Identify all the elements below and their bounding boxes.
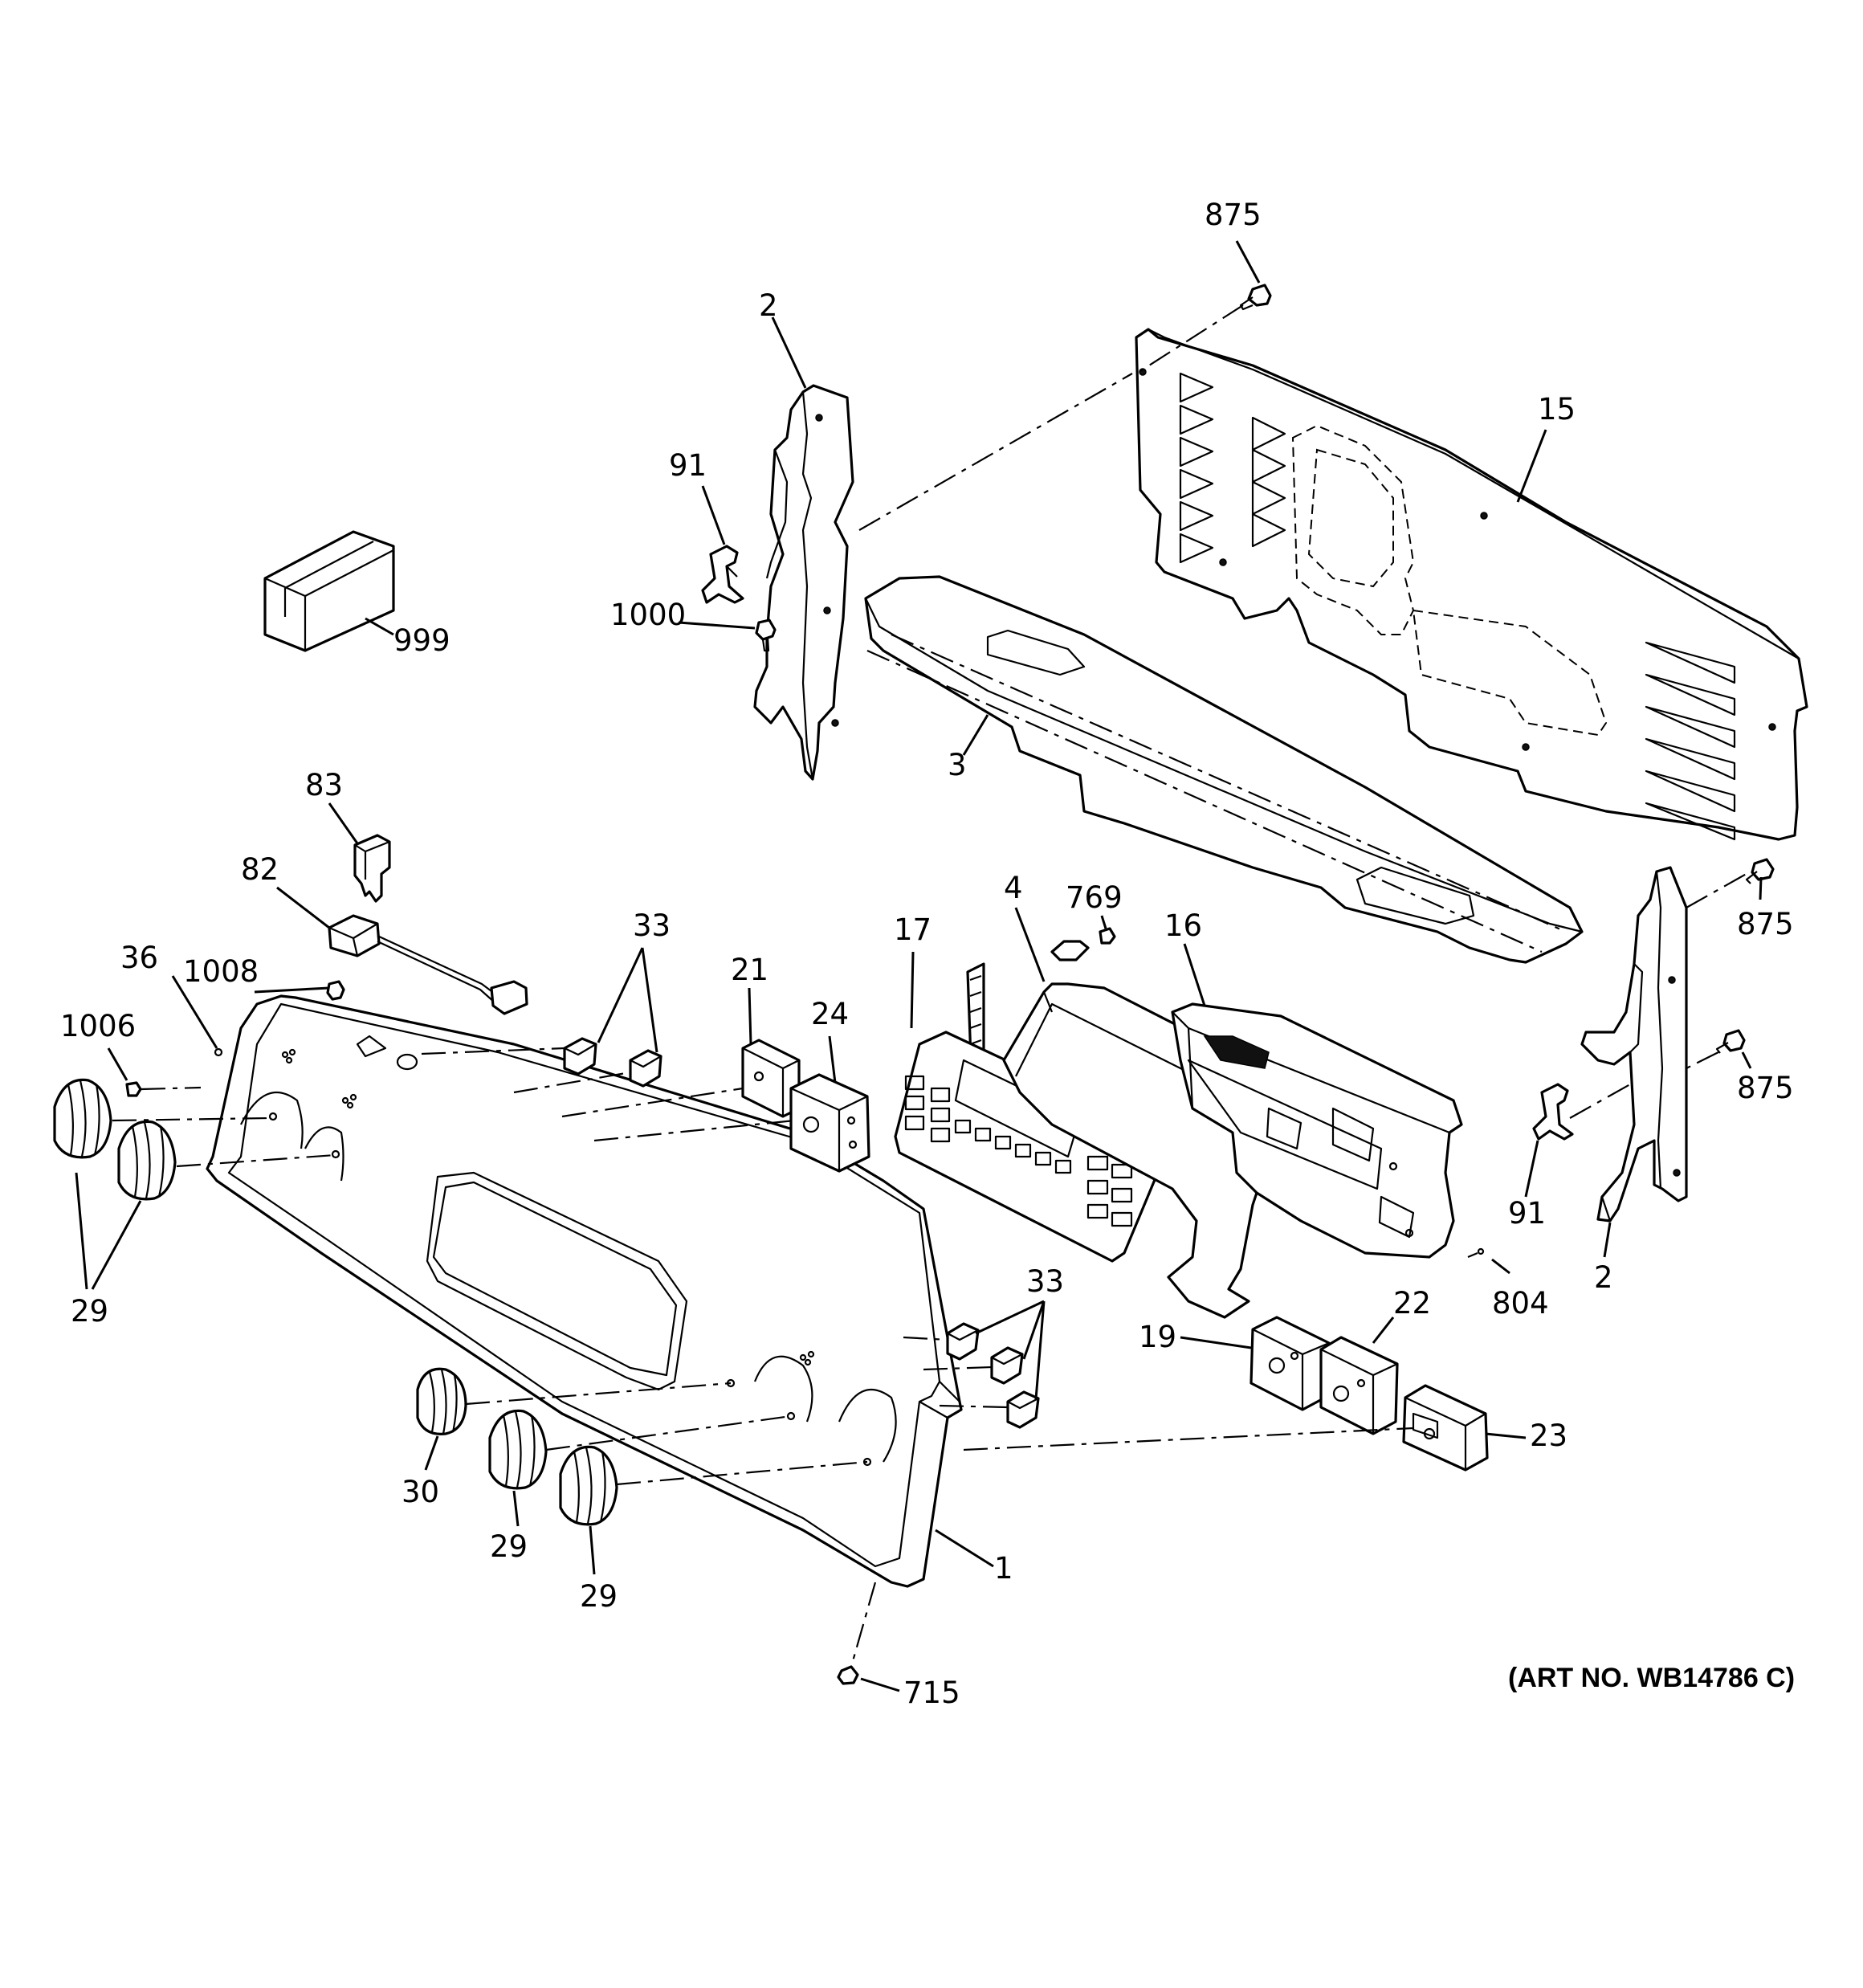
callout-23: 23 (1530, 1419, 1567, 1453)
part-33-clip-lower-b (990, 1346, 1024, 1385)
callout-15: 15 (1538, 392, 1576, 427)
callout-769: 769 (1066, 880, 1123, 915)
part-875-screw-mid (1745, 858, 1775, 884)
callout-24: 24 (811, 997, 849, 1031)
callout-715: 715 (903, 1676, 960, 1710)
callout-labels: 875 2 91 1000 999 15 3 83 82 36 1008 100… (60, 198, 1795, 1710)
part-33-clip-upper-b (629, 1049, 662, 1088)
callout-999: 999 (393, 623, 450, 658)
part-36-fastener (214, 1047, 223, 1057)
part-15-rear-panel (1135, 328, 1808, 841)
callout-29-mid: 29 (490, 1529, 528, 1564)
part-804-screw (1467, 1247, 1485, 1259)
part-875-screw-top (1139, 284, 1272, 372)
callout-1008: 1008 (183, 954, 259, 989)
part-33-clip-lower-a (946, 1322, 980, 1361)
part-1008-screw (326, 980, 345, 1001)
callout-83: 83 (305, 768, 343, 802)
part-29-knob-left-b (117, 1120, 177, 1201)
callout-19: 19 (1139, 1320, 1176, 1354)
part-91-right-clip (1532, 1083, 1631, 1141)
callout-82: 82 (241, 852, 279, 887)
callout-22: 22 (1393, 1286, 1431, 1321)
part-1000-screw (755, 618, 777, 652)
callout-1006: 1006 (60, 1009, 136, 1043)
callout-804: 804 (1492, 1286, 1549, 1321)
part-29-knob-left-a (53, 1078, 112, 1159)
art-number: (ART NO. WB14786 C) (1508, 1663, 1795, 1693)
part-33-clip-lower-c (1006, 1390, 1040, 1429)
callout-33-lower: 33 (1026, 1264, 1064, 1299)
part-29-knob-low (559, 1445, 618, 1526)
part-715-screw (837, 1665, 859, 1685)
callout-875-top: 875 (1205, 198, 1262, 232)
callout-875-mid: 875 (1737, 907, 1794, 941)
callout-29-left: 29 (71, 1294, 108, 1329)
callout-30: 30 (402, 1475, 439, 1509)
part-2-right-side-bracket (1580, 866, 1751, 1223)
callout-36: 36 (120, 941, 158, 975)
part-769-nut (1099, 927, 1116, 945)
callout-17: 17 (894, 912, 932, 947)
part-23-switch (1402, 1384, 1489, 1472)
callout-1: 1 (994, 1551, 1013, 1586)
part-33-clip-upper-a (563, 1037, 597, 1076)
part-83-connector (353, 834, 391, 903)
part-16-control-board (1171, 1002, 1463, 1259)
callout-21: 21 (731, 953, 768, 987)
part-2-left-side-bracket (753, 373, 1133, 781)
callout-4: 4 (1004, 871, 1023, 905)
callout-2-left: 2 (759, 288, 778, 323)
callout-29-low: 29 (580, 1579, 618, 1614)
callout-3: 3 (948, 748, 967, 782)
callout-91-right: 91 (1508, 1196, 1546, 1231)
callout-33-upper: 33 (633, 908, 671, 943)
callout-16: 16 (1164, 908, 1202, 943)
alignment-lines (112, 1047, 1414, 1668)
part-875-screw-low (1686, 1029, 1746, 1069)
part-22-switch (1319, 1336, 1399, 1435)
callout-2-right: 2 (1594, 1260, 1613, 1295)
leader-lines (75, 240, 1763, 1692)
part-19-switch (1249, 1316, 1331, 1411)
part-82-harness (328, 914, 528, 1015)
part-1006-screw (125, 1081, 202, 1097)
part-29-knob-mid (488, 1409, 548, 1490)
callout-1000: 1000 (610, 598, 686, 632)
callout-875-low: 875 (1737, 1071, 1794, 1105)
part-30-knob (416, 1367, 467, 1435)
part-999-box (263, 530, 395, 652)
callout-91-left: 91 (669, 448, 707, 483)
part-3-vent-trim (864, 575, 1584, 964)
part-91-left-clip (701, 545, 744, 604)
part-24-switch (789, 1073, 870, 1173)
